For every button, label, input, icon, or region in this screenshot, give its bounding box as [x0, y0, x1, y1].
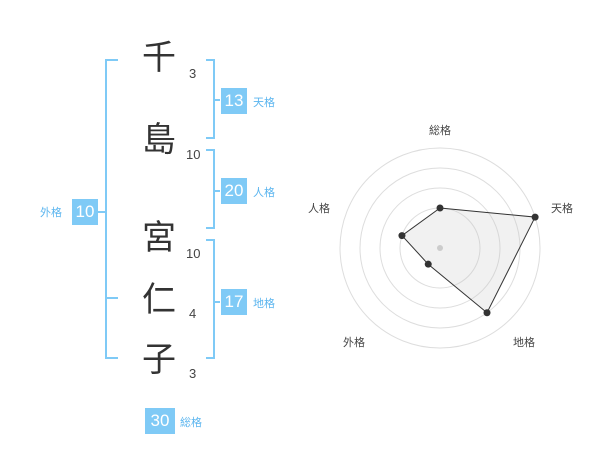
stroke-count-2: 10: [186, 147, 201, 162]
gaikaku-label: 外格: [40, 206, 62, 219]
gaikaku-bracket: [105, 59, 118, 359]
name-char-2: 島: [142, 120, 176, 160]
name-char-4: 仁: [142, 280, 176, 320]
chikaku-bracket: [206, 239, 215, 359]
stroke-count-1: 3: [189, 66, 197, 81]
radar-ring: [379, 187, 501, 309]
jinkaku-label: 人格: [253, 186, 275, 199]
tenkaku-value-badge: 13: [221, 88, 247, 114]
radar-point: [398, 232, 406, 240]
radar-center-dot: [437, 245, 443, 251]
radar-point: [436, 204, 444, 212]
radar-axis-label-soukaku: 総格: [429, 123, 451, 137]
radar-points: [398, 204, 539, 317]
radar-axis-label-tenkaku: 天格: [551, 201, 573, 215]
radar-ring: [339, 147, 541, 349]
name-char-1: 千: [142, 38, 176, 78]
tenkaku-label: 天格: [253, 96, 275, 109]
radar-axis-label-jinkaku: 人格: [308, 201, 330, 215]
soukaku-label: 総格: [180, 416, 202, 429]
radar-axis-label-gaikaku: 外格: [343, 335, 365, 349]
jinkaku-bracket: [206, 149, 215, 229]
radar-point: [483, 309, 491, 317]
radar-point: [424, 260, 432, 268]
soukaku-value-badge: 30: [145, 408, 175, 434]
stroke-count-5: 3: [189, 366, 197, 381]
jinkaku-value-badge: 20: [221, 178, 247, 204]
name-char-5: 子: [142, 340, 176, 380]
gaikaku-value-badge: 10: [72, 199, 98, 225]
radar-point: [531, 213, 539, 221]
stroke-count-3: 10: [186, 246, 201, 261]
radar-axis-label-chikaku: 地格: [513, 335, 535, 349]
stroke-count-4: 4: [189, 306, 197, 321]
chikaku-label: 地格: [253, 297, 275, 310]
chikaku-value-badge: 17: [221, 289, 247, 315]
name-char-3: 宮: [142, 218, 176, 258]
radar-series-polygon: [401, 207, 536, 314]
